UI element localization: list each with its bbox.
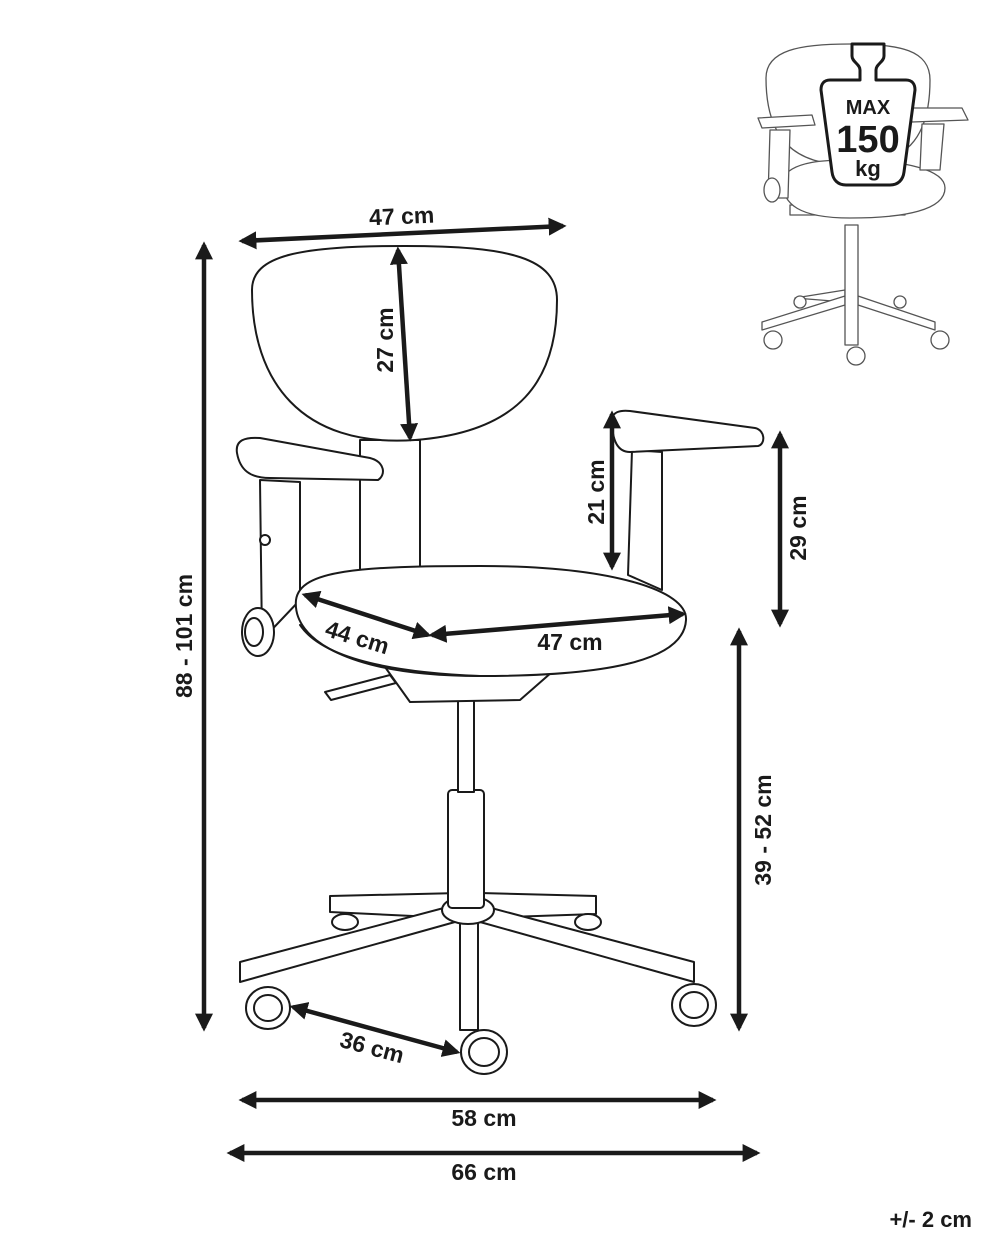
caster-spacing-arrow — [289, 1002, 461, 1057]
seat-height-label: 39 - 52 cm — [750, 774, 776, 885]
caster-front — [460, 1029, 508, 1075]
armrest-to-seat-label: 29 cm — [785, 495, 811, 560]
total-height-label: 88 - 101 cm — [171, 574, 197, 698]
chair-casters — [245, 913, 717, 1075]
seat-width-label: 47 cm — [537, 629, 602, 655]
armrest-height-label: 21 cm — [583, 459, 609, 524]
tolerance-note: +/- 2 cm — [889, 1207, 972, 1232]
caster-rear-left — [331, 913, 359, 931]
caster-rear-right — [574, 913, 602, 931]
backrest-width-label: 47 cm — [369, 202, 435, 231]
caster-spacing-label: 36 cm — [337, 1026, 407, 1068]
weight-capacity-illustration: MAX 150 kg — [757, 42, 969, 366]
dimension-arrows — [195, 217, 789, 1162]
backrest-height-label: 27 cm — [372, 307, 398, 372]
left-armrest — [235, 436, 384, 657]
backrest-width-arrow — [238, 217, 567, 250]
caster-front-right — [671, 983, 717, 1027]
max-weight-badge: MAX 150 kg — [819, 42, 917, 187]
seat-cushion — [294, 565, 688, 677]
base-width-label: 58 cm — [451, 1105, 516, 1131]
backrest-height-arrow — [389, 246, 419, 442]
right-armrest — [611, 409, 765, 591]
badge-weight-value: 150 — [836, 119, 899, 161]
gas-lift-cylinder — [447, 699, 485, 909]
seat-width-arrow — [428, 606, 687, 643]
overall-width-label: 66 cm — [451, 1159, 516, 1185]
badge-max-label: MAX — [846, 97, 891, 119]
office-chair-illustration — [235, 245, 765, 1075]
seat-depth-arrow — [301, 590, 432, 640]
caster-front-left — [245, 986, 291, 1030]
badge-weight-unit: kg — [855, 156, 881, 181]
